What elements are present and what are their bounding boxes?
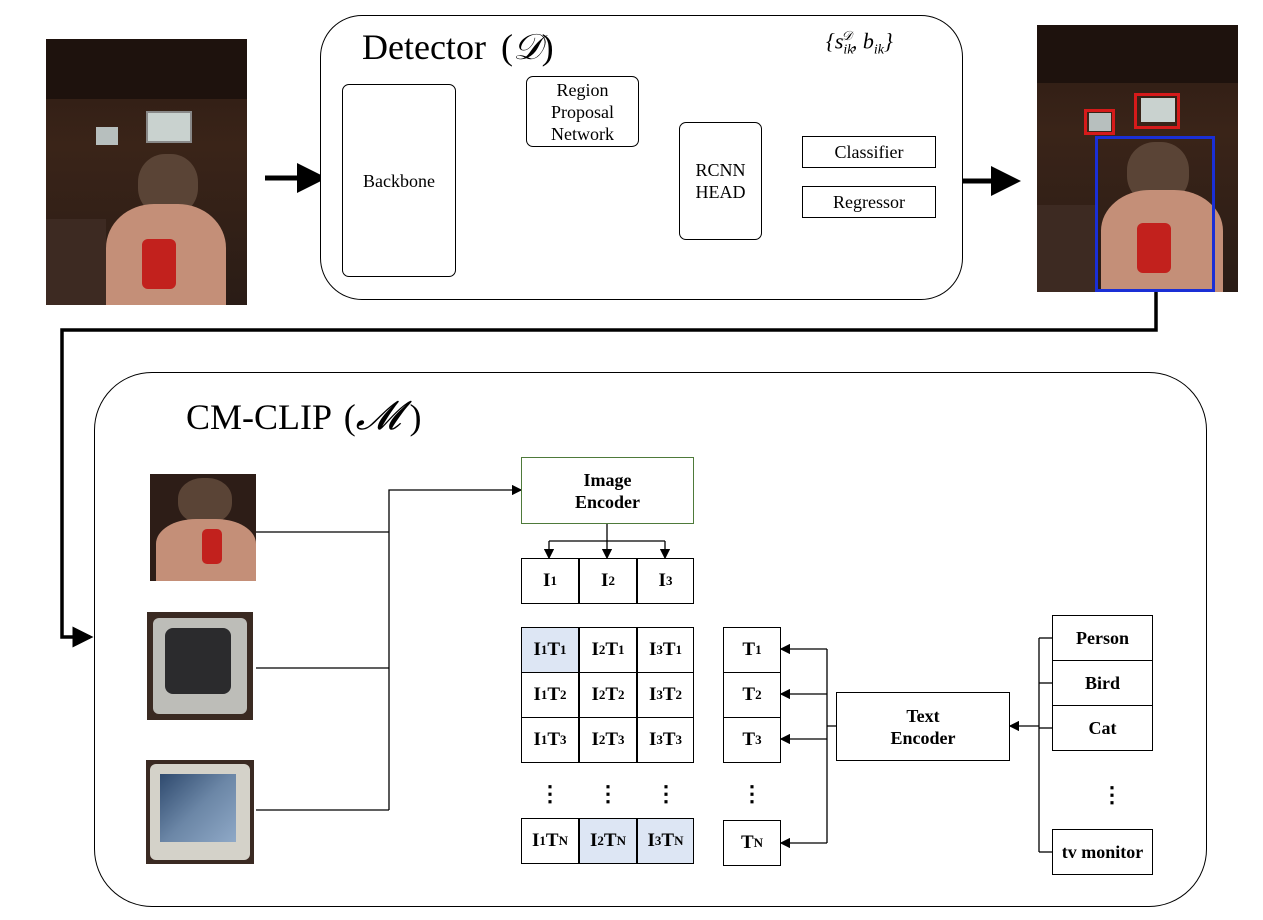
matrix-ellipsis-col3: ⋮ xyxy=(655,781,677,806)
backbone-box: Backbone xyxy=(342,84,456,277)
regressor-box: Regressor xyxy=(802,186,936,218)
image-feature-3-base: I xyxy=(658,570,666,591)
text-feature-n-sub: N xyxy=(753,835,764,850)
detector-output-notation: {sik𝒟, bik} xyxy=(826,28,893,58)
text-encoder-line1: Text xyxy=(906,705,940,726)
text-feature-1-sub: 1 xyxy=(755,642,762,657)
image-encoder-line1: Image xyxy=(583,469,632,490)
input-photo xyxy=(46,39,247,305)
detection-box-person xyxy=(1095,136,1215,292)
rpn-box: Region Proposal Network xyxy=(526,76,639,147)
image-feature-1-base: I xyxy=(543,570,551,591)
crop-person xyxy=(150,474,256,581)
text-encoder-box: Text Encoder xyxy=(836,692,1010,761)
image-feature-2-sub: 2 xyxy=(608,573,615,588)
text-feature-2-base: T xyxy=(742,684,756,705)
regressor-label: Regressor xyxy=(833,192,905,212)
image-feature-1-sub: 1 xyxy=(550,573,557,588)
cmclip-title: CM-CLIP (𝓜 ) xyxy=(186,393,422,438)
backbone-label: Backbone xyxy=(363,170,435,191)
class-person-label: Person xyxy=(1076,627,1129,648)
detection-box-tv-small xyxy=(1084,109,1115,135)
class-bird-label: Bird xyxy=(1084,672,1120,693)
text-feature-n-base: T xyxy=(740,832,754,853)
rcnn-label-line2: HEAD xyxy=(695,182,746,202)
class-cat-label: Cat xyxy=(1088,717,1117,738)
image-encoder-line2: Encoder xyxy=(575,491,640,512)
rpn-label-line3: Network xyxy=(551,123,614,144)
rpn-label-line2: Proposal xyxy=(551,101,614,122)
detection-box-tv-large xyxy=(1134,93,1180,129)
image-encoder-box: Image Encoder xyxy=(521,457,694,524)
rpn-label-line1: Region xyxy=(556,79,609,100)
text-feature-2-sub: 2 xyxy=(755,687,762,702)
class-bird: Bird xyxy=(1052,660,1153,706)
image-feature-2-base: I xyxy=(601,570,609,591)
matrix-ellipsis-col2: ⋮ xyxy=(597,781,619,806)
cmclip-symbol: 𝓜 xyxy=(355,393,401,438)
text-encoder-line2: Encoder xyxy=(890,727,956,748)
detector-to-cmclip-connector xyxy=(60,292,1158,648)
crop-tv-2 xyxy=(146,760,254,864)
classifier-box: Classifier xyxy=(802,136,936,168)
text-feature-3-base: T xyxy=(742,729,756,750)
class-person: Person xyxy=(1052,615,1153,661)
cmclip-title-text: CM-CLIP xyxy=(186,397,331,437)
class-tv-monitor: tv monitor xyxy=(1052,829,1153,875)
class-ellipsis: ⋮ xyxy=(1101,782,1123,807)
cmclip-panel xyxy=(94,372,1207,907)
crop-tv-1 xyxy=(147,612,253,720)
output-photo xyxy=(1037,25,1238,292)
crops-to-image-encoder-line xyxy=(388,484,523,810)
text-feature-ellipsis: ⋮ xyxy=(741,781,763,806)
detector-title-text: Detector xyxy=(362,27,486,67)
classifier-label: Classifier xyxy=(834,142,904,162)
class-cat: Cat xyxy=(1052,705,1153,751)
rcnn-head-box: RCNN HEAD xyxy=(679,122,762,240)
text-feature-3-sub: 3 xyxy=(755,732,762,747)
detector-title: Detector (𝒟) xyxy=(362,27,554,67)
matrix-ellipsis-col1: ⋮ xyxy=(539,781,561,806)
text-feature-1-base: T xyxy=(742,639,756,660)
detector-symbol: 𝒟 xyxy=(512,27,542,67)
rcnn-label-line1: RCNN xyxy=(695,160,746,180)
image-feature-3-sub: 3 xyxy=(665,573,673,588)
class-tv-monitor-label: tv monitor xyxy=(1061,841,1144,862)
